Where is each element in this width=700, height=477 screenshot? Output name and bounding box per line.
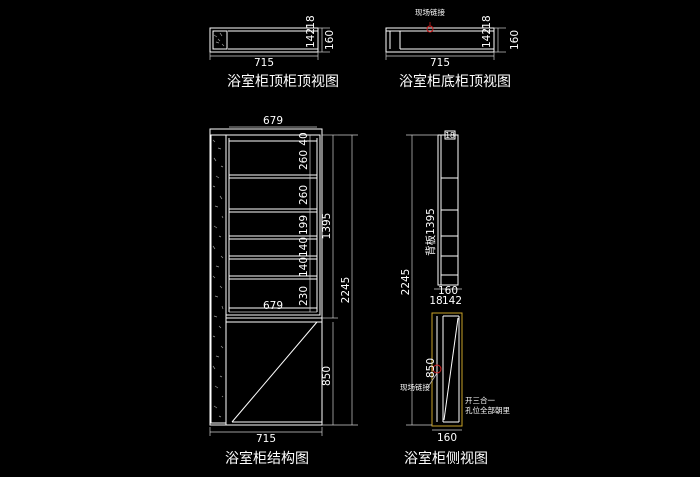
dim-bottom-width: 715: [256, 433, 276, 445]
dim-shelf-7: 230: [298, 286, 310, 306]
dim-shelf-6: 140: [298, 257, 310, 277]
dim-d2: 142: [305, 28, 317, 48]
door-diagonal: [231, 321, 318, 423]
top-view-lower: 现场链接 715 18 142 160 浴室柜底柜顶视图: [385, 7, 521, 90]
note-open-1: 开三合一: [465, 395, 495, 405]
cabinet-outline: [209, 128, 323, 426]
dim-total-height: 2245: [340, 277, 352, 304]
dim-top: 18: [445, 131, 455, 140]
dim-d2: 142: [481, 28, 493, 48]
dim-lower-height: 850: [321, 366, 333, 386]
dim-mid-width: 679: [263, 300, 283, 312]
dim-upper-height: 1395: [321, 213, 333, 240]
view-title: 浴室柜顶柜顶视图: [227, 73, 339, 90]
back-panel-label: 背板1395: [424, 208, 437, 256]
upper-cabinet: [225, 134, 321, 316]
stone-texture: [212, 139, 224, 418]
dim-bottom-depth: 160: [437, 432, 457, 444]
dim-top-width: 679: [263, 115, 283, 127]
view-title: 浴室柜结构图: [225, 450, 309, 467]
note-open-2: 孔位全部朝里: [465, 405, 510, 415]
cabinet-outline: [385, 27, 495, 53]
stone-side: [210, 134, 227, 424]
cabinet-outline: [209, 27, 319, 53]
dim-shelf-2: 260: [298, 150, 310, 170]
dim-width: 715: [254, 57, 274, 69]
dim-depth: 160: [324, 30, 336, 50]
structure-view: 679 679 715 40 260 260 199 140 140 230 1…: [209, 115, 358, 467]
dim-lower-height: 850: [425, 358, 437, 378]
dim-shelf-1: 40: [298, 132, 310, 145]
dim-width: 715: [430, 57, 450, 69]
dim-d2: 142: [442, 295, 462, 307]
note-link: 现场链接: [400, 382, 430, 392]
dim-shelf-5: 140: [298, 237, 310, 257]
lower-cabinet-side: [431, 312, 463, 427]
view-title: 浴室柜底柜顶视图: [399, 73, 511, 90]
dim-d1: 18: [481, 15, 493, 28]
note-link: 现场链接: [415, 7, 445, 17]
dim-depth: 160: [509, 30, 521, 50]
stone-edge: [212, 30, 228, 50]
dim-d1: 18: [429, 295, 442, 307]
dim-shelf-4: 199: [298, 215, 310, 235]
dim-d1: 18: [305, 15, 317, 28]
side-view: 18 背板1395 160 18 142 2245 850 现场链接 开三合一 …: [400, 130, 510, 467]
dim-total-height: 2245: [400, 269, 412, 296]
dim-depth-top: 160: [438, 285, 458, 297]
top-view-upper: 715 18 142 160 浴室柜顶柜顶视图: [209, 15, 339, 90]
shelves: [229, 140, 317, 309]
view-title: 浴室柜侧视图: [404, 450, 488, 467]
dim-shelf-3: 260: [298, 185, 310, 205]
